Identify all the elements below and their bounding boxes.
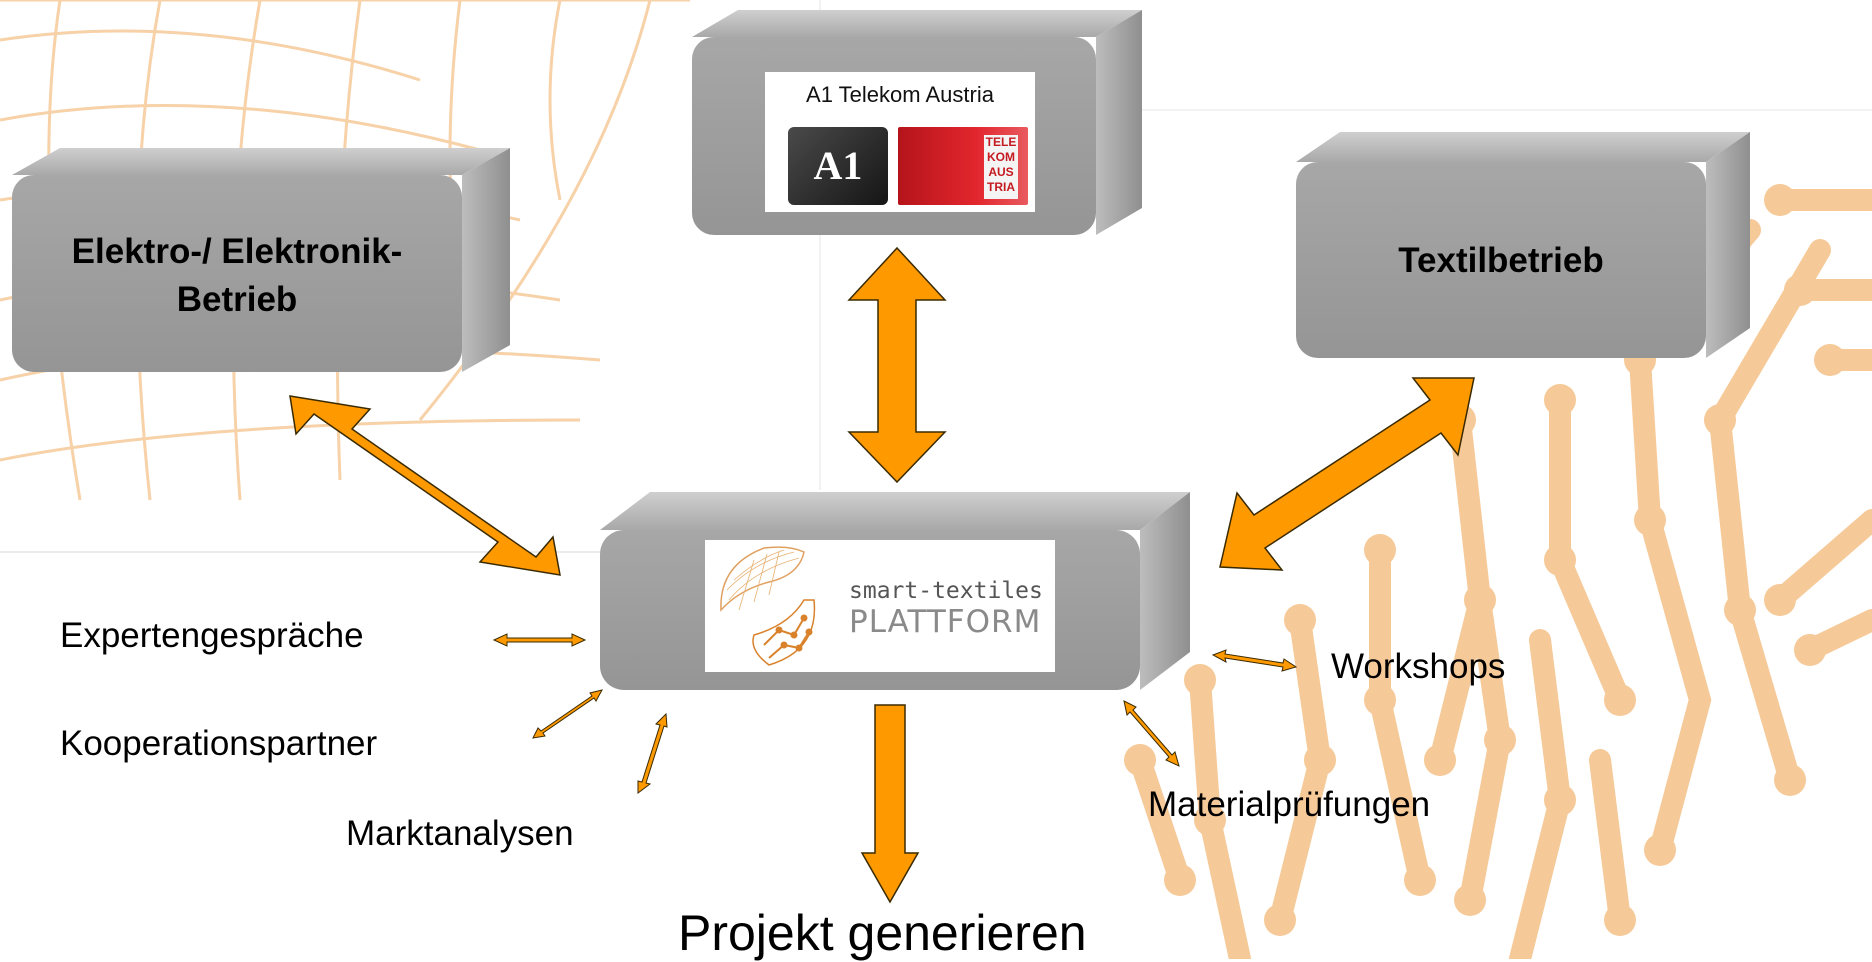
activity-materialpruefungen: Materialprüfungen [1148,785,1431,824]
tka-line: TELE [985,135,1017,149]
activity-marktanalysen: Marktanalysen [346,814,574,853]
background-circuit-nodes [1124,184,1846,936]
arrow-platform-result [860,704,920,904]
node-elektro-box [12,148,510,372]
smart-textiles-platform-logo: smart-textiles PLATTFORM [705,540,1055,672]
tka-line: KOM [987,150,1015,164]
activity-workshops: Workshops [1331,647,1506,686]
arrow-elektro-platform [289,395,561,576]
arrow-small-marktanalysen [637,712,668,794]
arrow-small-expertengespraeche [492,633,587,647]
platform-emblem-icon [720,546,816,666]
platform-logo-line1: smart-textiles [849,578,1043,604]
a1-telekom-title: A1 Telekom Austria [806,82,994,107]
arrow-small-kooperationspartner [532,689,603,739]
a1-logo-mark: A1 [788,127,888,205]
node-textil-label: Textilbetrieb [1398,241,1604,280]
arrow-small-workshops [1211,649,1298,672]
result-projekt-generieren: Projekt generieren [678,905,1087,961]
node-elektro-label: Elektro-/ Elektronik- Betrieb [12,228,462,324]
tka-line: AUS [988,165,1014,179]
tka-line: TRIA [987,180,1015,194]
arrow-textil-platform [1219,377,1475,571]
platform-logo-line2: PLATTFORM [849,604,1042,640]
arrow-a1-platform [847,246,947,484]
activity-expertengespraeche: Expertengespräche [60,616,364,655]
a1-telekom-logo: A1 Telekom Austria A1 TELE KOM AUS TRIA [765,72,1035,212]
arrow-small-materialpruefungen [1123,700,1180,767]
telekom-austria-logo-mark: TELE KOM AUS TRIA [898,127,1028,205]
node-textil-box [1296,132,1750,358]
node-elektro-label-line2: Betrieb [176,280,298,319]
node-elektro-label-line1: Elektro-/ Elektronik- [71,232,403,271]
activity-kooperationspartner: Kooperationspartner [60,724,378,763]
